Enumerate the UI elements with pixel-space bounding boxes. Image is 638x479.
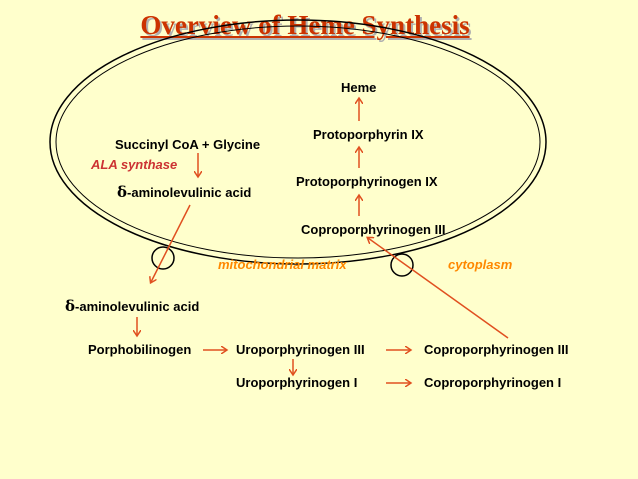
mitochondrion-inner-membrane: [55, 25, 541, 259]
uro3-label: Uroporphyrinogen III: [236, 342, 365, 357]
uro1-label: Uroporphyrinogen I: [236, 375, 358, 390]
ala-cyto-label: δ-aminolevulinic acid: [65, 297, 199, 315]
ala-mito-label: δ-aminolevulinic acid: [117, 183, 251, 201]
matrix-label: mitochondrial matrix: [218, 257, 347, 272]
copro3-mito-label: Coproporphyrinogen III: [301, 222, 446, 237]
succinyl-glycine-label: Succinyl CoA + Glycine: [115, 137, 261, 152]
ala-cyto-text: -aminolevulinic acid: [75, 299, 200, 314]
cytoplasm-label: cytoplasm: [448, 257, 513, 272]
copro1-label: Coproporphyrinogen I: [424, 375, 562, 390]
delta-symbol: δ: [65, 297, 76, 315]
ala-mito-text: -aminolevulinic acid: [127, 185, 252, 200]
mitochondrion-membrane: [49, 19, 547, 265]
arrow-ala-export: [151, 204, 191, 282]
protoporphyrinogen-label: Protoporphyrinogen IX: [296, 174, 438, 189]
delta-symbol: δ: [117, 183, 128, 201]
copro3-cyto-label: Coproporphyrinogen III: [424, 342, 569, 357]
heme-label: Heme: [341, 80, 377, 95]
protoporphyrin-label: Protoporphyrin IX: [313, 127, 424, 142]
arrow-copro3-import: [368, 238, 509, 339]
porphobilinogen-label: Porphobilinogen: [88, 342, 192, 357]
ala-transporter-circle: [151, 246, 175, 270]
copro-transporter-circle: [390, 253, 414, 277]
ala-synthase-label: ALA synthase: [91, 157, 178, 172]
